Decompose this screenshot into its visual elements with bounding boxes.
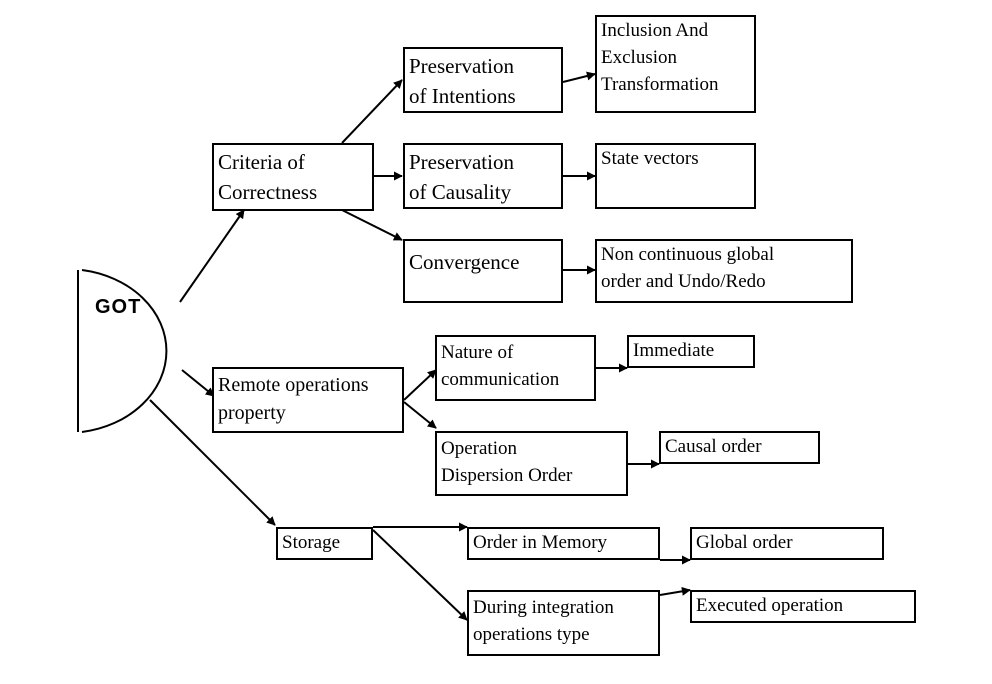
edge-remote-dispersion — [403, 401, 437, 429]
node-causal-order: Causal order — [659, 431, 820, 464]
node-line: State vectors — [601, 148, 699, 169]
got-shape — [77, 269, 168, 433]
node-criteria-of-correctness: Criteria of Correctness — [212, 143, 374, 211]
node-non-continuous-global-order: Non continuous global order and Undo/Red… — [595, 239, 853, 303]
node-line: Causal order — [665, 436, 762, 457]
node-line: of Intentions — [409, 84, 516, 108]
node-line: Transformation — [601, 74, 719, 95]
node-line: Nature of — [441, 342, 514, 363]
node-line: Inclusion And — [601, 20, 709, 41]
node-line: Storage — [282, 532, 341, 553]
node-line: Correctness — [218, 180, 318, 204]
node-line: communication — [441, 369, 560, 390]
node-line: Non continuous global — [601, 244, 775, 265]
node-line: Order in Memory — [473, 532, 608, 553]
node-storage: Storage — [276, 527, 373, 560]
node-line: Global order — [696, 532, 793, 553]
edge-got-remote — [181, 369, 215, 397]
node-line: Executed operation — [696, 595, 844, 616]
node-convergence: Convergence — [403, 239, 563, 303]
node-line: Dispersion Order — [441, 465, 573, 486]
node-line: Preservation — [409, 150, 514, 174]
edge-during-executed — [659, 586, 691, 596]
node-global-order: Global order — [690, 527, 884, 560]
node-line: During integration — [473, 597, 614, 618]
got-label: GOT — [95, 296, 142, 318]
edge-criteria-convergence — [341, 209, 403, 241]
node-nature-of-communication: Nature of communication — [435, 335, 596, 401]
node-state-vectors: State vectors — [595, 143, 756, 209]
edge-remote-nature — [403, 369, 437, 401]
node-during-integration-operations-type: During integration operations type — [467, 590, 660, 656]
node-immediate: Immediate — [627, 335, 755, 368]
node-line: Preservation — [409, 54, 514, 78]
node-line: order and Undo/Redo — [601, 271, 766, 292]
node-remote-operations-property: Remote operations property — [212, 367, 404, 433]
node-line: Criteria of — [218, 150, 305, 174]
node-line: Immediate — [633, 340, 715, 361]
node-inclusion-exclusion: Inclusion And Exclusion Transformation — [595, 15, 756, 113]
node-line: property — [218, 402, 286, 424]
node-preservation-of-intentions: Preservation of Intentions — [403, 47, 563, 113]
node-operation-dispersion-order: Operation Dispersion Order — [435, 431, 628, 496]
edge-storage-during — [372, 529, 468, 621]
node-executed-operation: Executed operation — [690, 590, 916, 623]
node-line: Convergence — [409, 250, 520, 274]
node-line: of Causality — [409, 180, 512, 204]
node-preservation-of-causality: Preservation of Causality — [403, 143, 563, 209]
edge-got-criteria — [179, 209, 245, 303]
edge-presint-inclexcl — [562, 71, 596, 83]
node-line: Exclusion — [601, 47, 677, 68]
node-line: operations type — [473, 624, 590, 645]
edge-got-storage — [149, 399, 276, 526]
node-line: Remote operations — [218, 374, 369, 396]
node-line: Operation — [441, 438, 517, 459]
node-order-in-memory: Order in Memory — [467, 527, 660, 560]
edge-criteria-presint — [341, 79, 403, 144]
